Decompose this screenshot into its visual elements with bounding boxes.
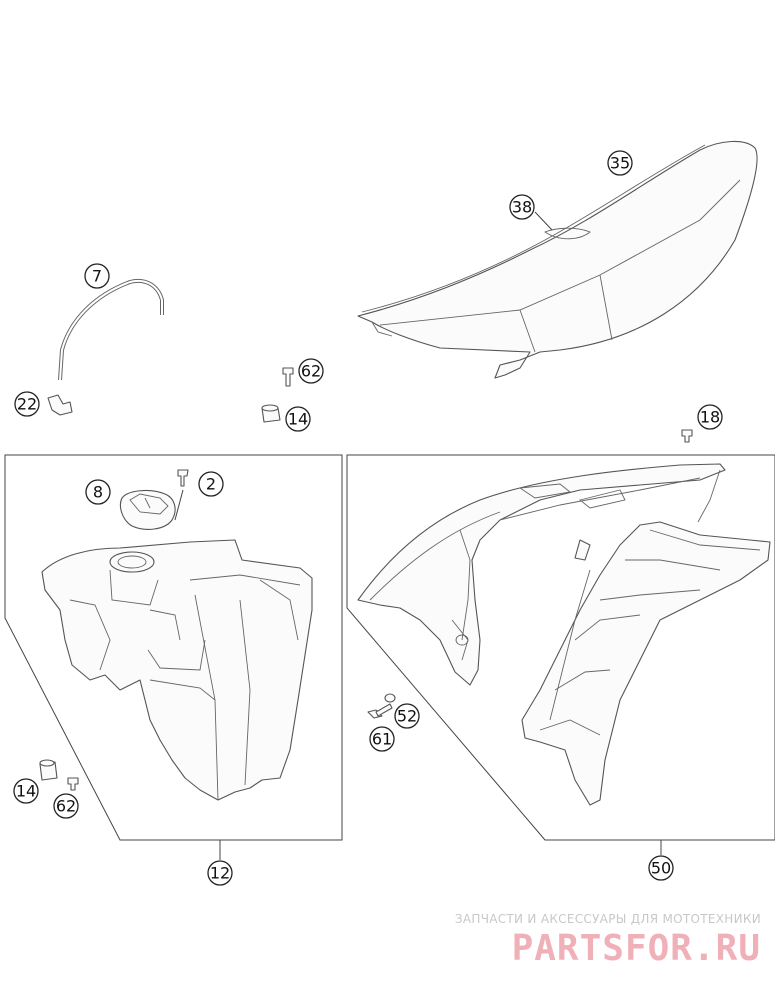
fuel-tank-group-frame — [4, 454, 343, 841]
callout-38[interactable]: 38 — [509, 194, 535, 220]
bushing-bottom[interactable] — [39, 759, 58, 781]
svg-text:50: 50 — [651, 859, 671, 878]
radiator-shroud-left[interactable] — [357, 463, 726, 686]
callout-14-top[interactable]: 14 — [285, 406, 311, 432]
callout-8[interactable]: 8 — [85, 479, 111, 505]
svg-text:22: 22 — [17, 395, 37, 414]
screw-2[interactable] — [177, 469, 189, 487]
fuel-cap[interactable] — [119, 489, 176, 530]
svg-text:61: 61 — [372, 730, 392, 749]
svg-text:2: 2 — [206, 475, 216, 494]
screw-18[interactable] — [681, 429, 693, 443]
bushing-top[interactable] — [261, 404, 281, 423]
callout-61[interactable]: 61 — [369, 726, 395, 752]
svg-text:35: 35 — [610, 154, 630, 173]
callout-14-bottom[interactable]: 14 — [13, 778, 39, 804]
screw-top[interactable] — [282, 367, 294, 387]
watermark-tagline: ЗАПЧАСТИ И АКСЕССУАРЫ ДЛЯ МОТОТЕХНИКИ — [454, 912, 761, 926]
svg-text:12: 12 — [210, 864, 230, 883]
callout-7[interactable]: 7 — [84, 263, 110, 289]
hose-elbow[interactable] — [47, 394, 73, 416]
screw-bottom[interactable] — [67, 777, 79, 791]
callout-62-bottom[interactable]: 62 — [53, 793, 79, 819]
callout-50[interactable]: 50 — [648, 855, 674, 881]
seat[interactable] — [357, 140, 758, 379]
watermark: ЗАПЧАСТИ И АКСЕССУАРЫ ДЛЯ МОТОТЕХНИКИ PA… — [431, 912, 761, 969]
svg-text:62: 62 — [56, 797, 76, 816]
svg-text:7: 7 — [92, 267, 102, 286]
screw-61[interactable] — [367, 703, 393, 719]
svg-text:14: 14 — [16, 782, 36, 801]
svg-text:38: 38 — [512, 198, 532, 217]
leader-2 — [174, 489, 184, 521]
svg-text:8: 8 — [93, 483, 103, 502]
breather-hose[interactable] — [58, 279, 164, 381]
callout-12[interactable]: 12 — [207, 860, 233, 886]
svg-text:14: 14 — [288, 410, 308, 429]
callout-35[interactable]: 35 — [607, 150, 633, 176]
svg-text:18: 18 — [700, 408, 720, 427]
callout-62-top[interactable]: 62 — [298, 358, 324, 384]
svg-text:52: 52 — [397, 707, 417, 726]
side-panel-group-frame — [346, 454, 775, 841]
callout-22[interactable]: 22 — [14, 391, 40, 417]
washer-52[interactable] — [384, 693, 396, 703]
callout-52[interactable]: 52 — [394, 703, 420, 729]
callout-18[interactable]: 18 — [697, 404, 723, 430]
watermark-brand: PARTSFOR.RU — [511, 928, 761, 969]
callout-2[interactable]: 2 — [198, 471, 224, 497]
svg-text:62: 62 — [301, 362, 321, 381]
fuel-tank[interactable] — [41, 539, 313, 801]
leader-38 — [534, 211, 553, 231]
side-panel-right[interactable] — [521, 469, 771, 806]
